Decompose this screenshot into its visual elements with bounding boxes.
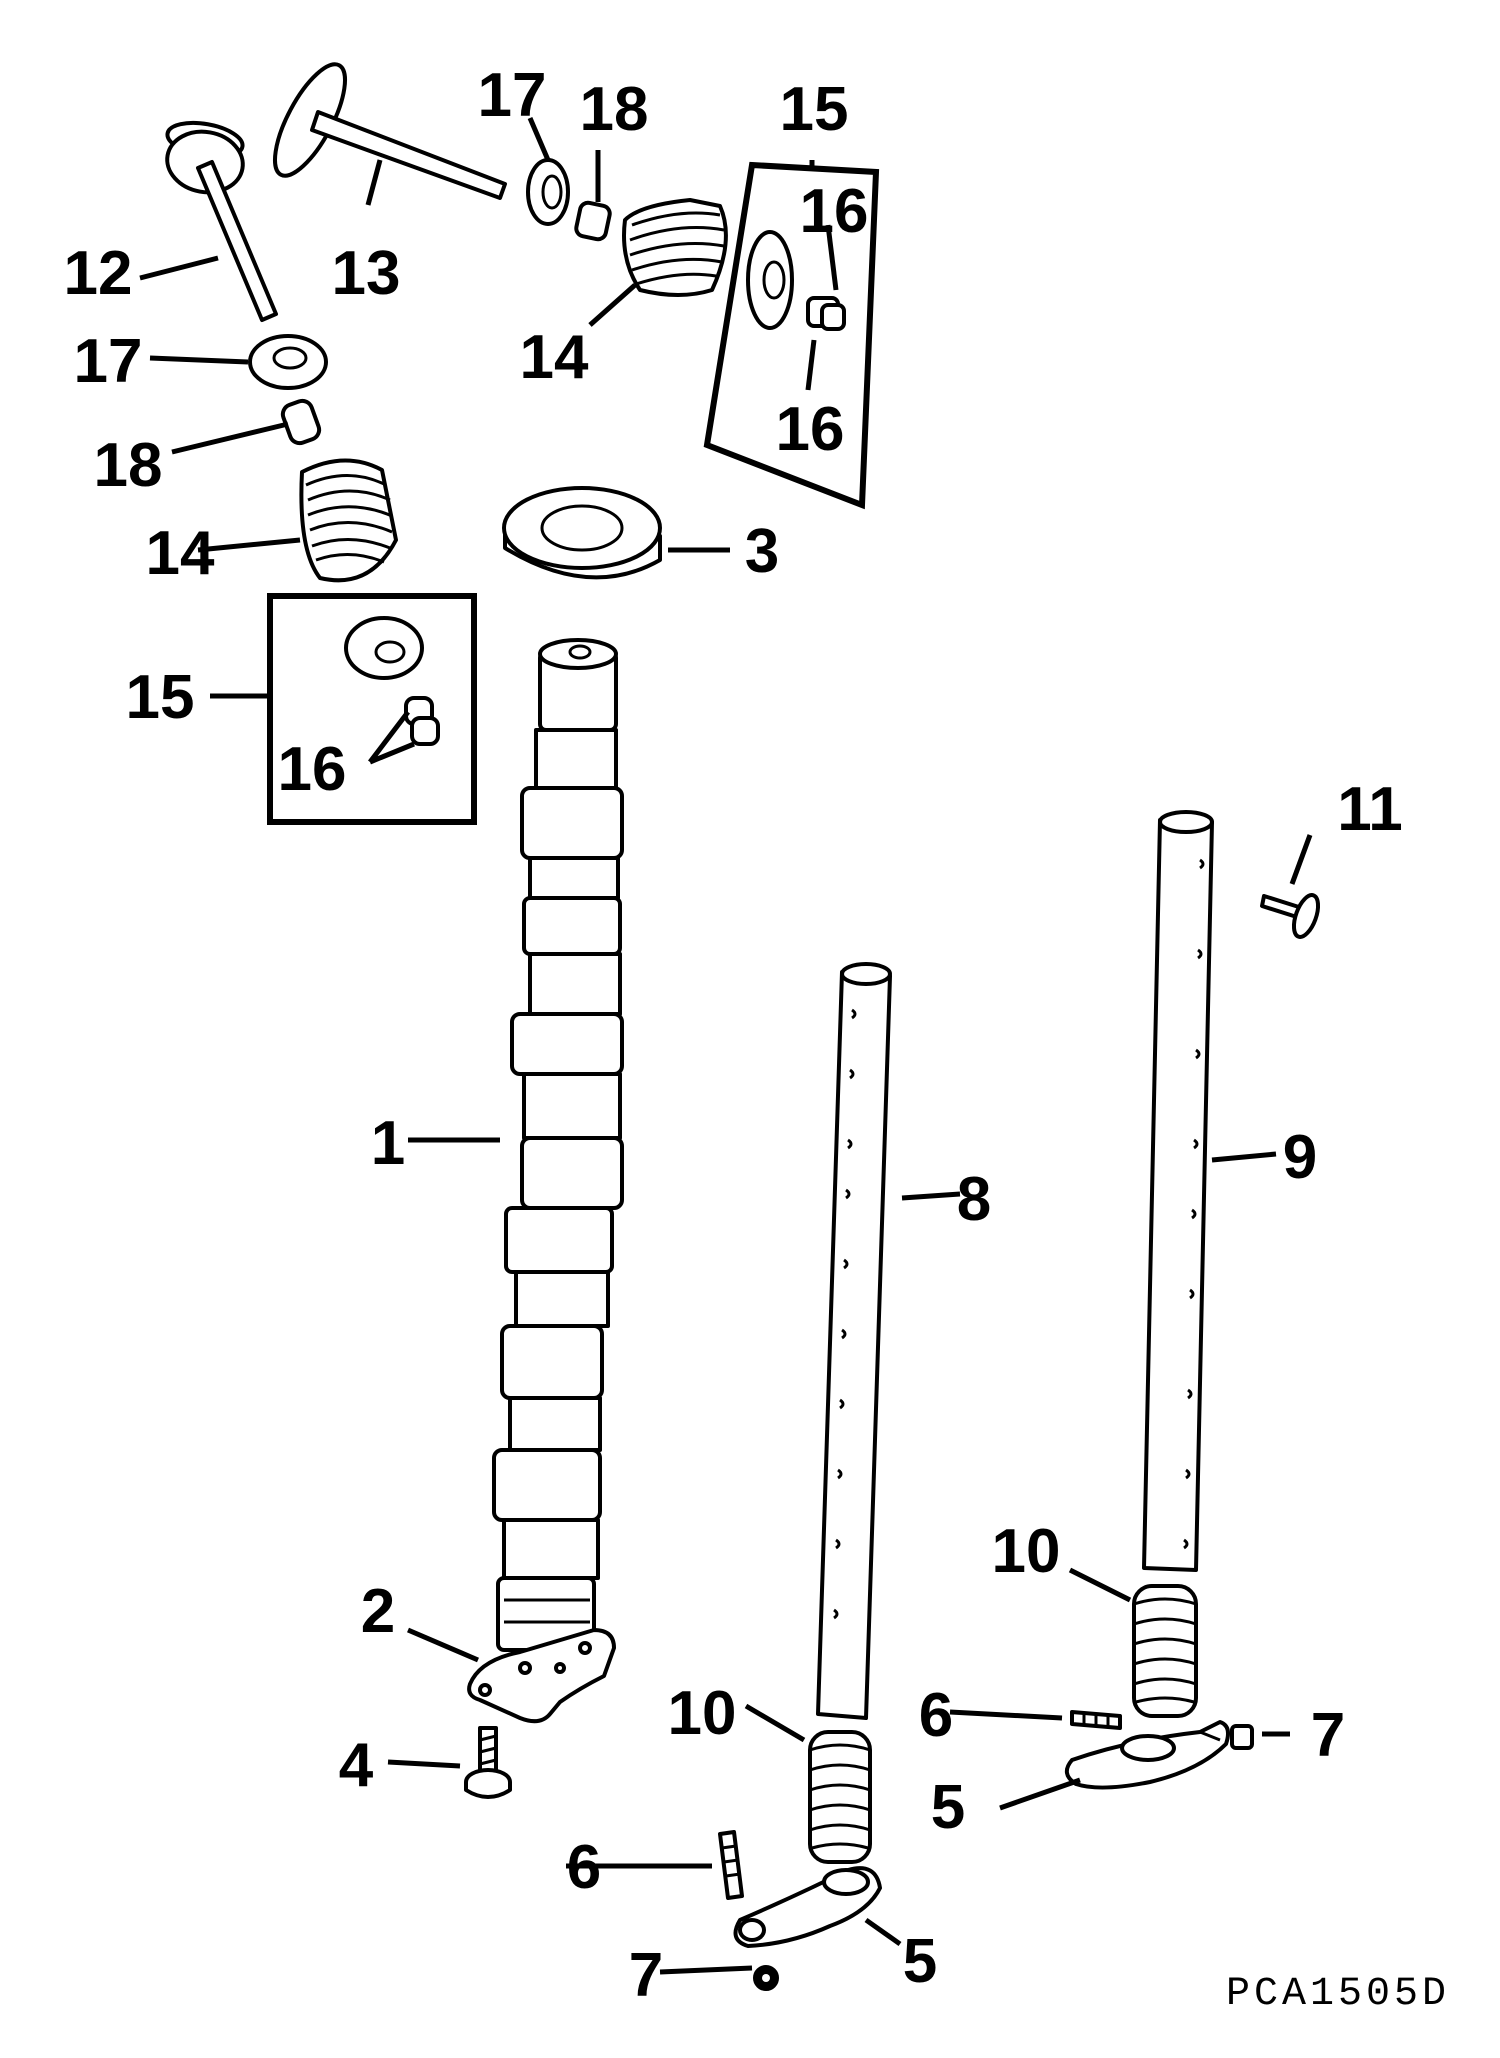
leader-lines [139, 117, 1313, 1975]
callout-16-upper-b: 16 [776, 395, 845, 464]
callout-17-lower: 17 [74, 327, 143, 396]
callout-3: 3 [745, 517, 779, 586]
part-15-keeper-disc-lower [344, 616, 424, 680]
part-18-seal-lower [280, 398, 322, 446]
part-9-rocker-shaft [1142, 810, 1214, 1572]
callout-18-lower: 18 [94, 431, 163, 500]
callout-2: 2 [361, 1577, 395, 1646]
part-7-nut-left [753, 1965, 779, 1991]
drawing-code: PCA1505D [1226, 1972, 1450, 2017]
part-7-nut-right [1230, 1724, 1254, 1750]
part-10-spring-left [808, 1730, 872, 1864]
callout-15-upper: 15 [780, 75, 849, 144]
part-8-rocker-shaft [816, 962, 892, 1720]
callout-12: 12 [64, 239, 133, 308]
callout-10-right: 10 [992, 1517, 1061, 1586]
part-15-kit-box-lower [267, 593, 477, 825]
part-3-bearing [502, 486, 662, 580]
callout-13: 13 [332, 239, 401, 308]
part-13-valve [273, 62, 507, 200]
part-15-keeper-disc-upper [746, 230, 794, 330]
callout-labels: 1 2 3 4 5 5 6 6 7 7 8 9 10 10 11 12 13 1… [64, 61, 1403, 2010]
callout-5-left: 5 [903, 1927, 937, 1996]
callout-4: 4 [339, 1731, 374, 1800]
callout-16-lower: 16 [278, 735, 347, 804]
callout-6-right: 6 [919, 1681, 953, 1750]
part-18-seal-upper [574, 200, 612, 242]
callout-5-right: 5 [931, 1773, 965, 1842]
callout-7-left: 7 [629, 1941, 663, 2010]
callout-14-upper: 14 [520, 323, 589, 392]
part-6-pin-right [1070, 1710, 1122, 1730]
part-14-spring-lower [299, 458, 398, 583]
callout-8: 8 [957, 1165, 991, 1234]
part-5-rocker-arm-right [1064, 1720, 1230, 1790]
part-12-valve [165, 120, 278, 322]
part-17-retainer-lower [248, 334, 328, 390]
part-15-kit-box-upper [703, 161, 880, 510]
callout-1: 1 [371, 1109, 405, 1178]
part-10-spring-right [1132, 1584, 1198, 1718]
part-17-retainer-upper [526, 158, 570, 226]
part-4-screw [464, 1726, 512, 1799]
part-1-camshaft [492, 638, 624, 1652]
callout-14-lower: 14 [146, 519, 215, 588]
part-6-pin-left [718, 1830, 744, 1900]
callout-10-left: 10 [668, 1679, 737, 1748]
part-16-keepers-upper [806, 296, 846, 331]
callout-16-upper-a: 16 [800, 177, 869, 246]
callout-6-left: 6 [567, 1833, 601, 1902]
callout-9: 9 [1283, 1123, 1317, 1192]
callout-17-upper: 17 [478, 61, 547, 130]
part-2-thrust-plate [467, 1628, 616, 1724]
callout-7-right: 7 [1311, 1701, 1345, 1770]
part-16-keepers-lower [404, 696, 440, 746]
part-14-spring-upper [622, 198, 728, 297]
callout-15-lower: 15 [126, 663, 195, 732]
part-11-screw [1260, 893, 1321, 939]
callout-18-upper: 18 [580, 75, 649, 144]
part-5-rocker-arm-left [733, 1866, 882, 1948]
callout-11: 11 [1337, 775, 1403, 844]
